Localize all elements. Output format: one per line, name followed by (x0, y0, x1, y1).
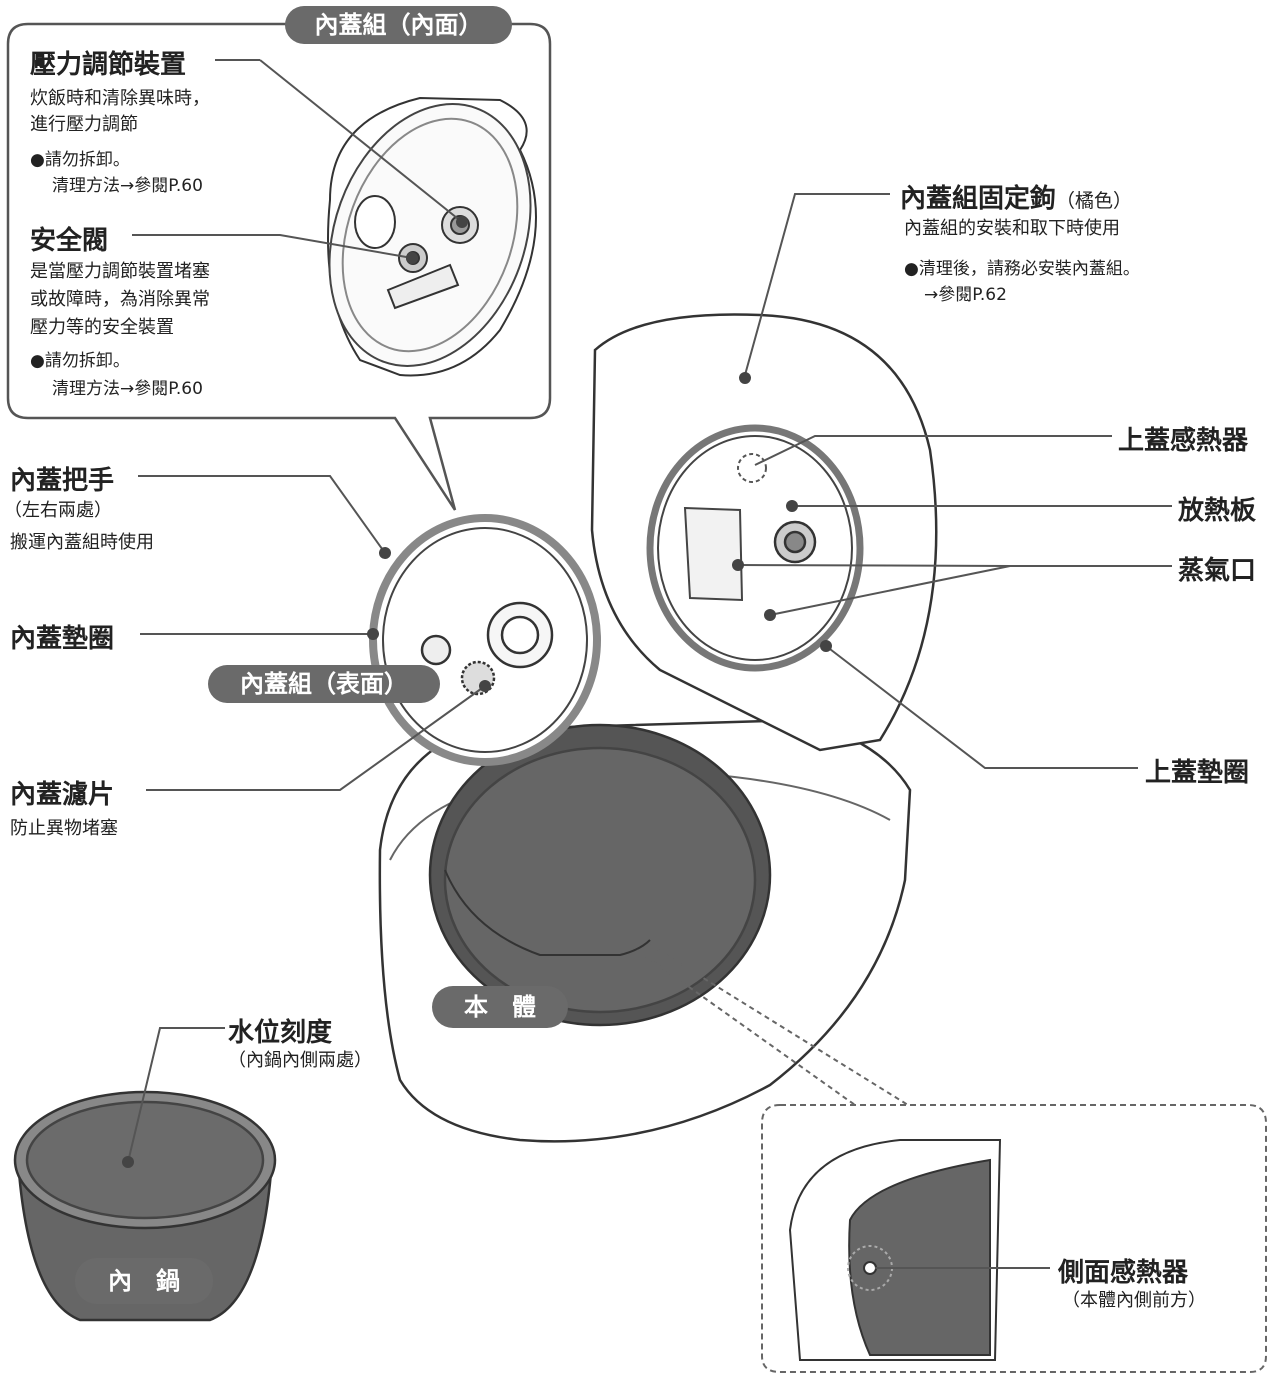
lid-handle-label: 內蓋把手 (10, 466, 115, 496)
pressure-regulator-label: 壓力調節裝置 (30, 50, 187, 80)
safety-valve-desc-1: 是當壓力調節裝置堵塞 (30, 261, 210, 282)
lid-fixing-hook-desc: 內蓋組的安裝和取下時使用 (904, 218, 1120, 239)
lid-gasket-label: 內蓋墊圈 (10, 624, 115, 654)
lid-fixing-hook-label: 內蓋組固定鉤 (900, 184, 1057, 214)
top-lid-drawing (590, 313, 938, 752)
lid-fixing-hook-color: （橘色） (1056, 190, 1133, 212)
lid-filter-label: 內蓋濾片 (10, 780, 115, 810)
lid-handle-sub: （左右兩處） (4, 500, 112, 521)
lid-filter-desc: 防止異物堵塞 (10, 818, 118, 839)
side-sensor-inset (629, 944, 1267, 1373)
pressure-regulator-note-1: ●請勿拆卸。 (30, 150, 130, 170)
callout-box-outline (6, 22, 552, 511)
safety-valve-note-1: ●請勿拆卸。 (30, 351, 130, 371)
side-sensor-sub: （本體內側前方） (1062, 1290, 1206, 1311)
lid-surface-drawing (369, 514, 601, 766)
leader-lines (127, 193, 1172, 1269)
safety-valve-desc-2: 或故障時，為消除異常 (30, 289, 210, 310)
callout-title: 內蓋組（內面） (285, 6, 512, 44)
side-sensor-label: 側面感熱器 (1058, 1258, 1189, 1288)
steam-vent-label: 蒸氣口 (1178, 556, 1257, 586)
top-lid-sensor-label: 上蓋感熱器 (1118, 426, 1249, 456)
leader-dots (122, 372, 832, 1168)
safety-valve-note-2: 清理方法→參閱P.60 (52, 379, 203, 399)
inner-pot-badge: 內 鍋 (75, 1258, 213, 1304)
main-body-badge: 本 體 (432, 986, 568, 1028)
safety-valve-label: 安全閥 (30, 226, 109, 256)
lid-fixing-hook-title: 內蓋組固定鉤（橘色） (900, 178, 1132, 215)
water-level-label: 水位刻度 (228, 1018, 333, 1048)
pressure-regulator-note-2: 清理方法→參閱P.60 (52, 176, 203, 196)
pressure-regulator-desc-1: 炊飯時和清除異味時， (30, 88, 210, 109)
safety-valve-desc-3: 壓力等的安全裝置 (30, 317, 174, 338)
top-lid-gasket-label: 上蓋墊圈 (1145, 758, 1250, 788)
water-level-sub: （內鍋內側兩處） (228, 1050, 372, 1071)
lid-inner-drawing (327, 96, 537, 377)
pressure-regulator-desc-2: 進行壓力調節 (30, 114, 138, 135)
lid-surface-badge: 內蓋組（表面） (208, 665, 440, 703)
lid-handle-desc: 搬運內蓋組時使用 (10, 532, 154, 553)
heat-plate-label: 放熱板 (1178, 496, 1257, 526)
lid-fixing-hook-note-1: ●清理後，請務必安裝內蓋組。 (904, 259, 1140, 279)
cooker-body-drawing (378, 718, 912, 1143)
lid-fixing-hook-note-2: →參閱P.62 (924, 285, 1007, 305)
